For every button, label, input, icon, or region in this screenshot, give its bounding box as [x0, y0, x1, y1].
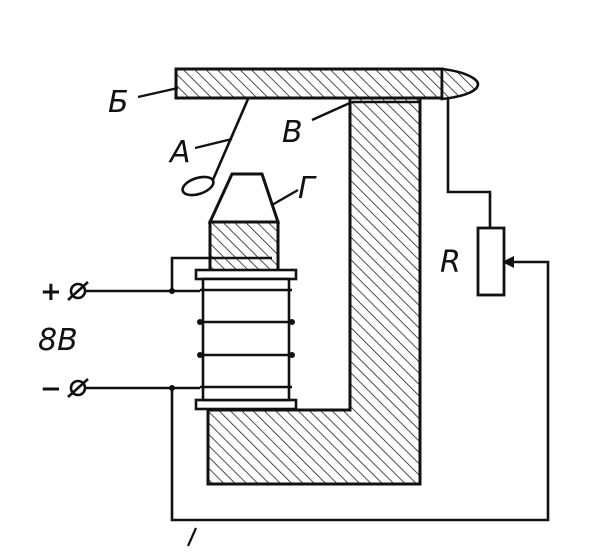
wire-bottom-loop [170, 260, 550, 522]
leader-contact [311, 100, 353, 122]
coil-top-flange [194, 268, 298, 281]
wire-core-to-terminal [170, 256, 272, 291]
label-voltage: 8В [38, 323, 78, 358]
terminal-minus-sign: − [40, 374, 62, 404]
spring-end [181, 175, 215, 197]
leader-core [271, 188, 299, 207]
terminal-minus-symbol [67, 378, 89, 398]
leader-beam [137, 86, 179, 99]
label-core: Г [298, 171, 317, 206]
label-resistor: R [440, 245, 461, 280]
label-contact: В [282, 115, 303, 150]
core-cone [207, 172, 281, 224]
resistor-arrow [502, 256, 514, 268]
wire-beam-to-resistor [446, 98, 492, 228]
resistor [476, 226, 506, 297]
coil-body [201, 277, 291, 402]
coil-windings [200, 288, 292, 389]
terminal-plus-symbol [67, 281, 89, 301]
winding-dots [197, 319, 295, 358]
junction-plus [169, 288, 175, 294]
beam-tip [440, 67, 480, 101]
bottom-mark [186, 527, 198, 547]
terminal-plus-sign: + [40, 277, 62, 307]
label-beam: Б [108, 85, 129, 120]
armature-beam [174, 67, 444, 100]
core-block [208, 220, 280, 274]
leader-spring [194, 137, 233, 150]
label-spring: А [168, 135, 191, 170]
coil-bottom-flange [194, 398, 298, 411]
